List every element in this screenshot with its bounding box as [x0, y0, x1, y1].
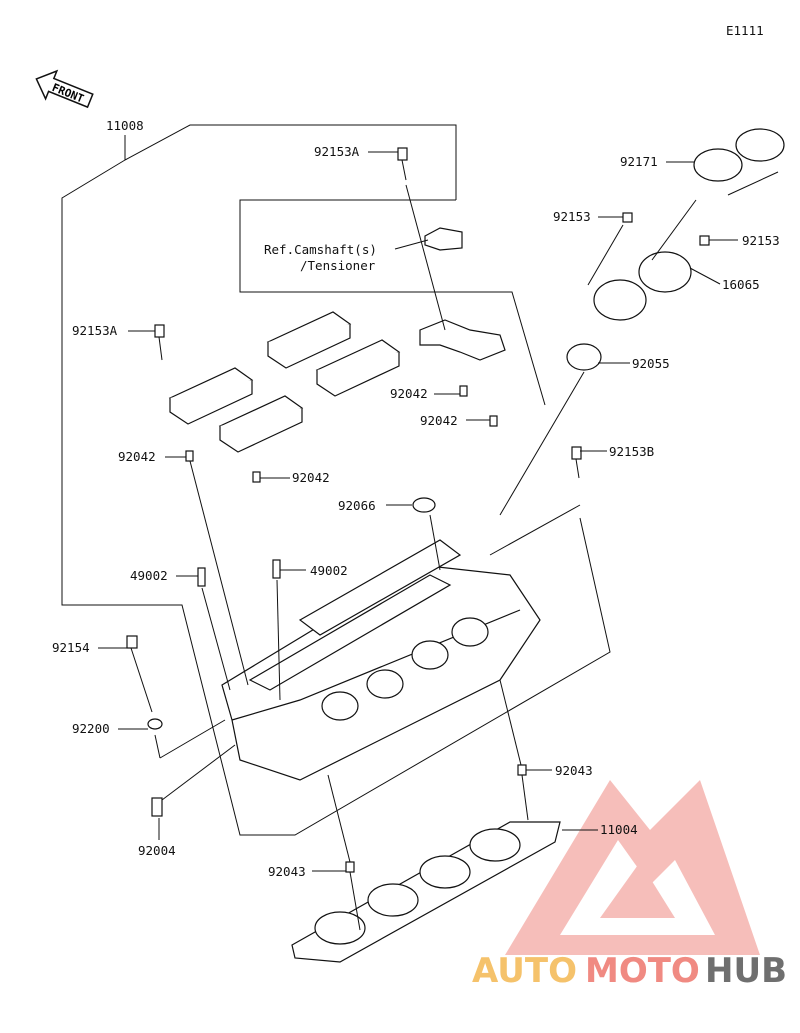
- diagram-code: E1111: [726, 23, 764, 38]
- ref-box: [239, 199, 546, 406]
- watermark-part1: AUTO: [472, 951, 577, 991]
- label-92042-b: 92042: [420, 413, 458, 428]
- label-92153A-left: 92153A: [72, 323, 118, 338]
- label-16065: 16065: [722, 277, 760, 292]
- label-92153B: 92153B: [609, 444, 654, 459]
- label-92171: 92171: [620, 154, 658, 169]
- label-92042-a: 92042: [390, 386, 428, 401]
- label-11004: 11004: [600, 822, 638, 837]
- label-49002-b: 49002: [310, 563, 348, 578]
- label-92153-a: 92153: [553, 209, 591, 224]
- part-labels: 11008 92153A Ref.Camshaft(s) /Tensioner …: [52, 118, 780, 879]
- label-92042-c: 92042: [118, 449, 156, 464]
- group-outline-11008: [61, 159, 611, 836]
- front-arrow-icon: FRONT: [35, 69, 94, 109]
- camshaft-caps: [168, 311, 506, 453]
- label-49002-a: 49002: [130, 568, 168, 583]
- label-92043-a: 92043: [555, 763, 593, 778]
- label-92153-b: 92153: [742, 233, 780, 248]
- watermark-logo: [505, 780, 760, 955]
- tensioner-bracket: [424, 227, 463, 251]
- label-92055: 92055: [632, 356, 670, 371]
- label-92200: 92200: [72, 721, 110, 736]
- label-92153A-top: 92153A: [314, 144, 360, 159]
- cylinder-head: [221, 539, 541, 781]
- watermark-part3: HUB: [705, 951, 787, 991]
- watermark-text: AUTO MOTO HUB: [472, 951, 787, 991]
- label-92154: 92154: [52, 640, 90, 655]
- clamp-rings: [566, 128, 785, 371]
- label-11008: 11008: [106, 118, 144, 133]
- ref-note-line1: Ref.Camshaft(s): [264, 242, 377, 257]
- label-92004: 92004: [138, 843, 176, 858]
- label-92043-b: 92043: [268, 864, 306, 879]
- leader-lines: [98, 151, 738, 931]
- label-92042-d: 92042: [292, 470, 330, 485]
- ref-note-line2: /Tensioner: [300, 258, 376, 273]
- label-92066: 92066: [338, 498, 376, 513]
- watermark-part2: MOTO: [585, 951, 700, 991]
